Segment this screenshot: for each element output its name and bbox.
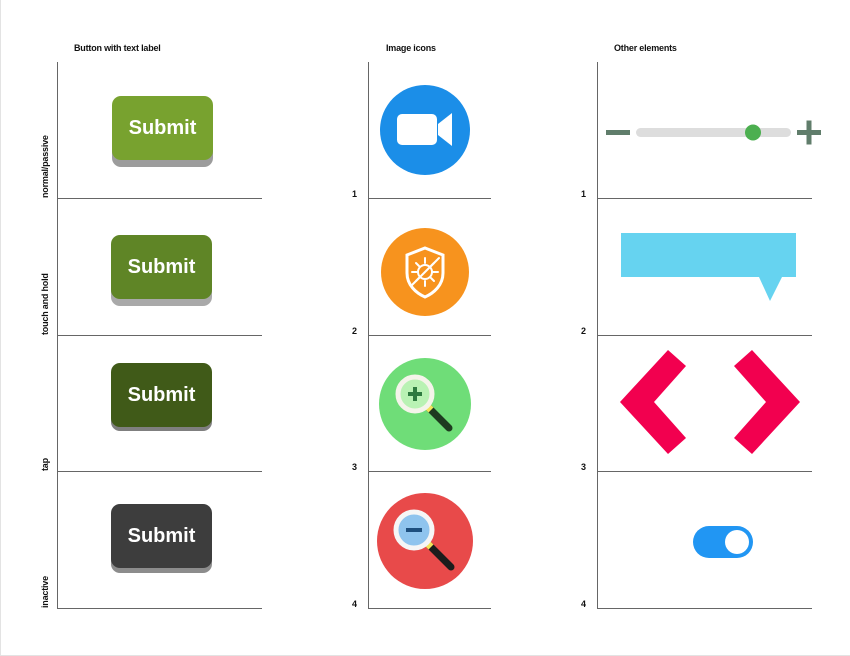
row-number: 4 — [581, 599, 587, 609]
state-label-inactive: inactive — [40, 576, 50, 608]
col2-divider-2 — [368, 335, 491, 336]
tooltip-bubble — [620, 232, 798, 309]
col2-divider-4 — [368, 608, 491, 609]
header-buttons: Button with text label — [74, 43, 161, 53]
zoom-out-icon[interactable] — [377, 493, 473, 589]
col3-divider-1 — [597, 198, 812, 199]
minus-icon — [606, 130, 630, 135]
header-other: Other elements — [614, 43, 677, 53]
submit-button-tap[interactable]: Submit — [111, 363, 212, 427]
submit-button-inactive: Submit — [111, 504, 212, 568]
shield-virus-icon[interactable] — [381, 228, 469, 316]
row-number: 2 — [352, 326, 358, 336]
state-label-touch: touch and hold — [40, 273, 50, 335]
slider-thumb — [745, 124, 761, 141]
col3-divider-2 — [597, 335, 812, 336]
col1-divider-1 — [57, 198, 262, 199]
col2-divider-1 — [368, 198, 491, 199]
col1-divider-2 — [57, 335, 262, 336]
state-label-tap: tap — [40, 458, 50, 471]
col1-divider-4 — [57, 608, 262, 609]
row-number: 2 — [581, 326, 587, 336]
row-number: 1 — [581, 189, 587, 199]
volume-slider[interactable] — [604, 118, 824, 148]
row-number: 3 — [352, 462, 358, 472]
col3-divider-3 — [597, 471, 812, 472]
state-label-normal: normal/passive — [40, 135, 50, 198]
row-number: 3 — [581, 462, 587, 472]
col2-divider-3 — [368, 471, 491, 472]
header-icons: Image icons — [386, 43, 436, 53]
chevron-left-icon[interactable] — [620, 350, 690, 459]
zoom-in-icon[interactable] — [379, 358, 471, 450]
submit-button-normal[interactable]: Submit — [112, 96, 213, 160]
row-number: 4 — [352, 599, 358, 609]
col1-divider-3 — [57, 471, 262, 472]
chevron-right-icon[interactable] — [730, 350, 800, 459]
toggle-knob — [725, 530, 749, 554]
submit-button-touch-hold[interactable]: Submit — [111, 235, 212, 299]
video-camera-icon[interactable] — [380, 85, 470, 175]
col3-divider-4 — [597, 608, 812, 609]
toggle-switch[interactable] — [693, 526, 753, 558]
slider-track — [636, 128, 791, 137]
row-number: 1 — [352, 189, 358, 199]
